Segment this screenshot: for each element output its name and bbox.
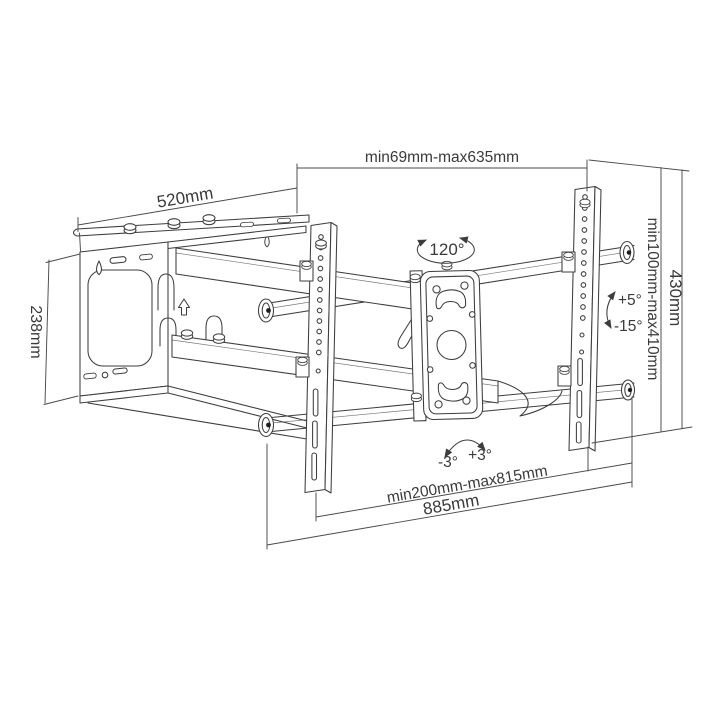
dimension-plate-height: 238mm	[27, 253, 81, 405]
swivel-angle-label: 120°	[429, 240, 464, 259]
swivel-indicator: 120°	[416, 236, 475, 264]
dimension-height-range: min100mm-max410mm	[588, 159, 693, 444]
dimension-extension-range: min69mm-max635mm	[296, 149, 588, 192]
left-tv-rail	[295, 221, 338, 494]
rod-right-caps	[619, 240, 636, 401]
vesa-center-hole	[436, 329, 467, 361]
tilt-indicator: +5° -15°	[603, 291, 643, 335]
plate-cutout	[87, 269, 153, 367]
wall-plate	[72, 214, 310, 440]
rod-end-cap	[257, 298, 275, 323]
level-neg-label: -3°	[438, 454, 458, 471]
up-arrow-mark	[177, 298, 191, 316]
dim-label-520mm: 520mm	[156, 183, 215, 211]
dim-label-430mm: 430mm	[666, 270, 685, 327]
level-pos-label: +3°	[468, 447, 492, 464]
tilt-down-label: -15°	[614, 318, 643, 335]
dimension-bracket-height: 430mm	[666, 169, 685, 430]
dimension-plate-width: 520mm	[77, 163, 298, 252]
rod-end-cap	[257, 412, 275, 438]
vesa-curved-slot-top	[435, 289, 467, 310]
level-adjust-indicator: -3° +3°	[438, 439, 492, 471]
right-tv-rail	[557, 185, 602, 452]
vesa-curved-slot-bottom	[437, 382, 469, 402]
dim-label-extension: min69mm-max635mm	[365, 149, 519, 166]
dim-label-238mm: 238mm	[27, 305, 44, 358]
vesa-adapter-plate	[409, 260, 484, 422]
articulating-arms	[171, 247, 563, 417]
dim-label-height-range: min100mm-max410mm	[644, 218, 661, 381]
tilt-up-label: +5°	[618, 292, 642, 309]
